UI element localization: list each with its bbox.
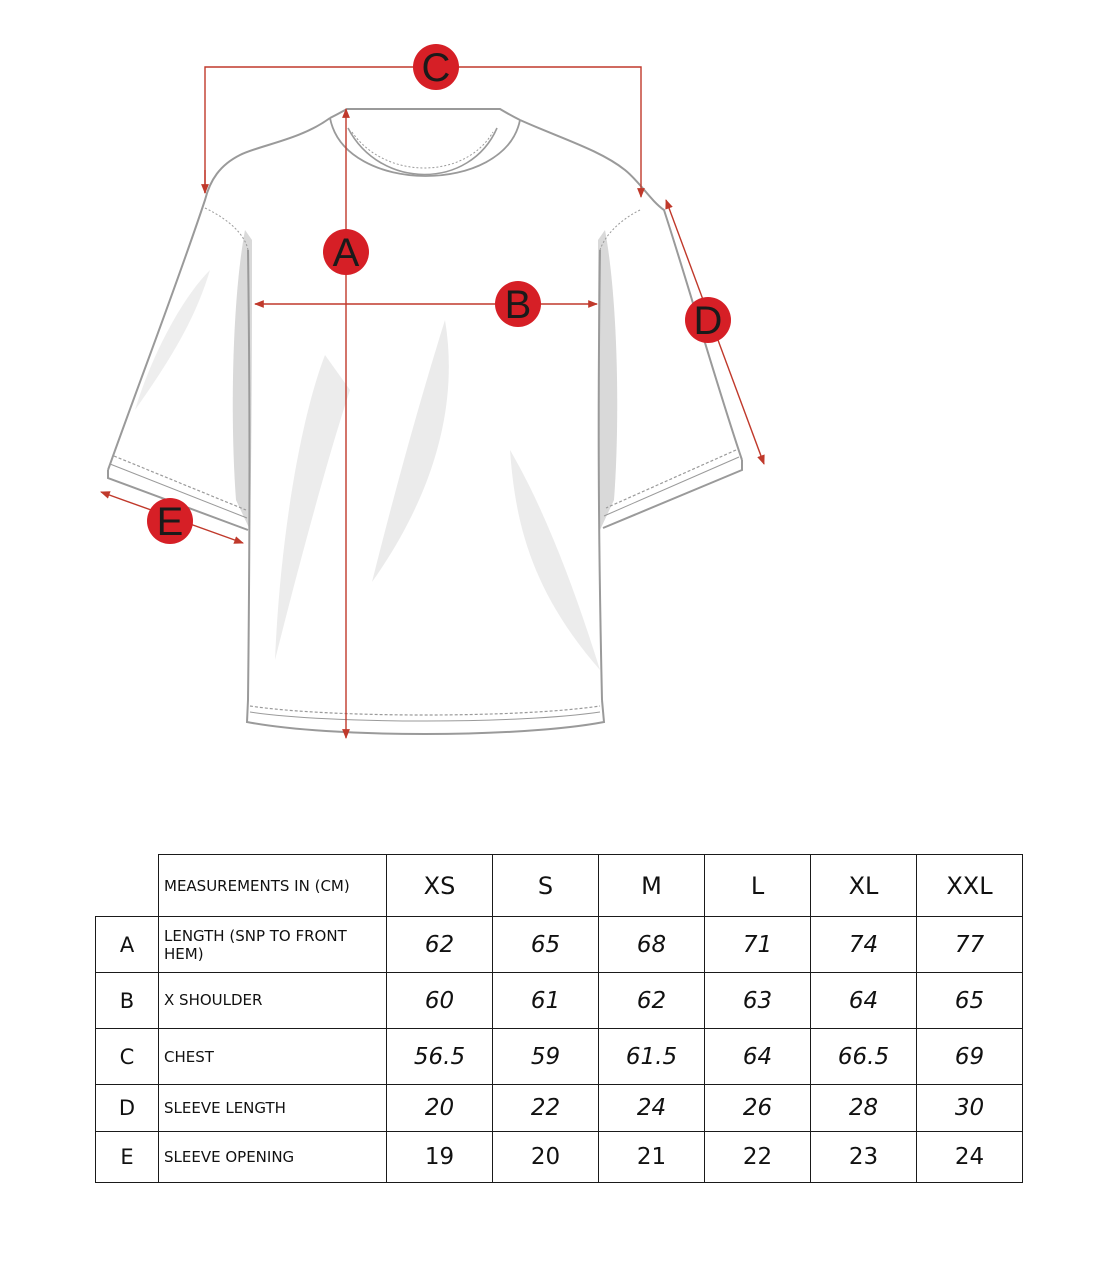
- value-cell: 24: [916, 1131, 1023, 1183]
- value-cell: 62: [598, 972, 705, 1029]
- tshirt-outline: [107, 108, 743, 735]
- row-label: LENGTH (SNP TO FRONT HEM): [158, 916, 387, 973]
- row-letter: A: [95, 916, 159, 973]
- row-label: CHEST: [158, 1028, 387, 1085]
- value-cell: 69: [916, 1028, 1023, 1085]
- tshirt-measurement-diagram: C A B D E: [100, 44, 765, 739]
- value-cell: 26: [704, 1084, 811, 1132]
- value-cell: 19: [386, 1131, 493, 1183]
- value-cell: 64: [704, 1028, 811, 1085]
- value-cell: 56.5: [386, 1028, 493, 1085]
- marker-c: C: [413, 44, 459, 90]
- value-cell: 22: [492, 1084, 599, 1132]
- value-cell: 28: [810, 1084, 917, 1132]
- row-letter: D: [95, 1084, 159, 1132]
- marker-d-label: D: [694, 299, 723, 343]
- value-cell: 20: [492, 1131, 599, 1183]
- row-label: SLEEVE OPENING: [158, 1131, 387, 1183]
- marker-a-label: A: [333, 231, 360, 275]
- value-cell: 71: [704, 916, 811, 973]
- value-cell: 20: [386, 1084, 493, 1132]
- marker-b: B: [495, 281, 541, 327]
- value-cell: 77: [916, 916, 1023, 973]
- marker-e-label: E: [157, 500, 184, 544]
- table-row: E SLEEVE OPENING 19 20 21 22 23 24: [95, 1131, 1023, 1183]
- value-cell: 65: [492, 916, 599, 973]
- value-cell: 68: [598, 916, 705, 973]
- value-cell: 74: [810, 916, 917, 973]
- size-header-xxl: XXL: [916, 854, 1023, 917]
- size-header-xs: XS: [386, 854, 493, 917]
- row-label: SLEEVE LENGTH: [158, 1084, 387, 1132]
- table-row: A LENGTH (SNP TO FRONT HEM) 62 65 68 71 …: [95, 916, 1023, 973]
- marker-d: D: [685, 297, 731, 343]
- marker-a: A: [323, 229, 369, 275]
- table-row: D SLEEVE LENGTH 20 22 24 26 28 30: [95, 1084, 1023, 1132]
- value-cell: 62: [386, 916, 493, 973]
- marker-b-label: B: [505, 283, 532, 327]
- size-chart-table: MEASUREMENTS IN (CM) XS S M L XL XXL A L…: [95, 854, 1023, 1183]
- header-label: MEASUREMENTS IN (CM): [158, 854, 387, 917]
- size-header-s: S: [492, 854, 599, 917]
- value-cell: 24: [598, 1084, 705, 1132]
- value-cell: 64: [810, 972, 917, 1029]
- row-letter: B: [95, 972, 159, 1029]
- value-cell: 22: [704, 1131, 811, 1183]
- value-cell: 61.5: [598, 1028, 705, 1085]
- value-cell: 61: [492, 972, 599, 1029]
- row-label: X SHOULDER: [158, 972, 387, 1029]
- value-cell: 30: [916, 1084, 1023, 1132]
- table-row: B X SHOULDER 60 61 62 63 64 65: [95, 972, 1023, 1029]
- value-cell: 23: [810, 1131, 917, 1183]
- size-header-m: M: [598, 854, 705, 917]
- row-letter: E: [95, 1131, 159, 1183]
- value-cell: 63: [704, 972, 811, 1029]
- value-cell: 59: [492, 1028, 599, 1085]
- empty-corner-cell: [95, 854, 159, 917]
- garment-shading: [135, 230, 618, 670]
- value-cell: 65: [916, 972, 1023, 1029]
- marker-e: E: [147, 498, 193, 544]
- marker-c-label: C: [422, 46, 451, 90]
- value-cell: 60: [386, 972, 493, 1029]
- size-header-xl: XL: [810, 854, 917, 917]
- size-header-l: L: [704, 854, 811, 917]
- row-letter: C: [95, 1028, 159, 1085]
- table-row: C CHEST 56.5 59 61.5 64 66.5 69: [95, 1028, 1023, 1085]
- value-cell: 21: [598, 1131, 705, 1183]
- value-cell: 66.5: [810, 1028, 917, 1085]
- table-header-row: MEASUREMENTS IN (CM) XS S M L XL XXL: [95, 854, 1023, 917]
